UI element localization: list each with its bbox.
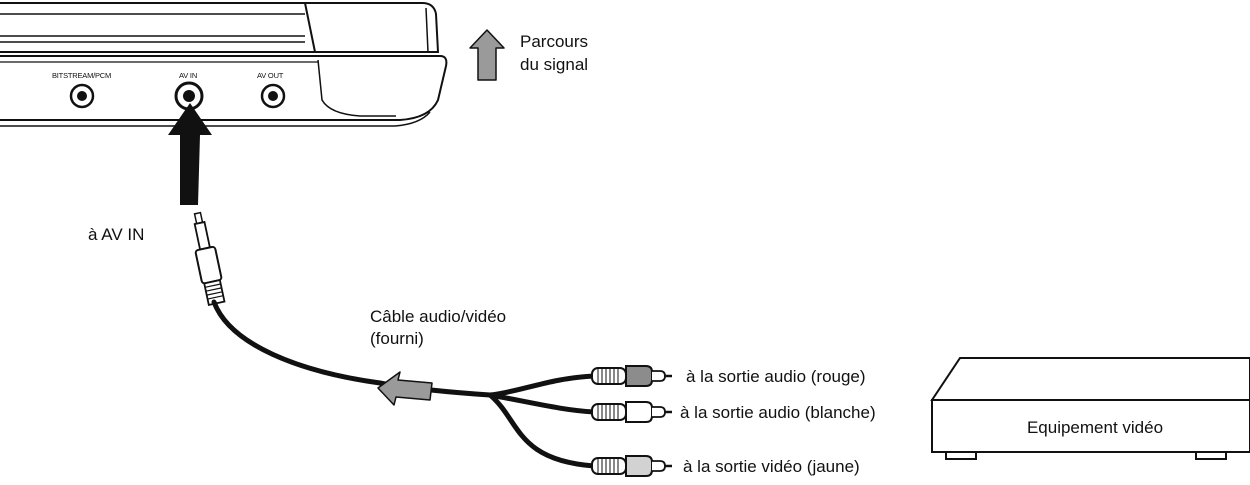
bitstream-port-label: BITSTREAM/PCM xyxy=(52,71,111,80)
video-yellow-label: à la sortie vidéo (jaune) xyxy=(683,457,860,476)
equipment-label: Equipement vidéo xyxy=(1027,418,1163,437)
to-av-in-label: à AV IN xyxy=(88,225,144,244)
signal-arrow-icon xyxy=(469,29,505,81)
minijack-plug xyxy=(193,211,226,306)
cable-signal-arrow xyxy=(377,371,433,406)
insert-arrow xyxy=(168,103,212,205)
audio-white-label: à la sortie audio (blanche) xyxy=(680,403,876,422)
video-equipment xyxy=(930,357,1250,460)
av-in-port xyxy=(174,81,204,111)
rca-plug-yellow xyxy=(591,455,672,477)
av-out-port-label: AV OUT xyxy=(257,71,284,80)
av-cable xyxy=(211,299,597,469)
bitstream-port xyxy=(69,83,95,109)
audio-red-label: à la sortie audio (rouge) xyxy=(686,367,866,386)
cable-label-line-1: Câble audio/vidéo xyxy=(370,307,506,326)
portable-player xyxy=(0,1,448,127)
rca-plug-white xyxy=(591,401,672,423)
legend-line-1: Parcours xyxy=(520,32,588,51)
legend-line-2: du signal xyxy=(520,55,588,74)
av-out-port xyxy=(260,83,286,109)
cable-label-line-2: (fourni) xyxy=(370,329,424,348)
rca-plug-red xyxy=(591,365,672,387)
av-in-port-label: AV IN xyxy=(179,71,197,80)
